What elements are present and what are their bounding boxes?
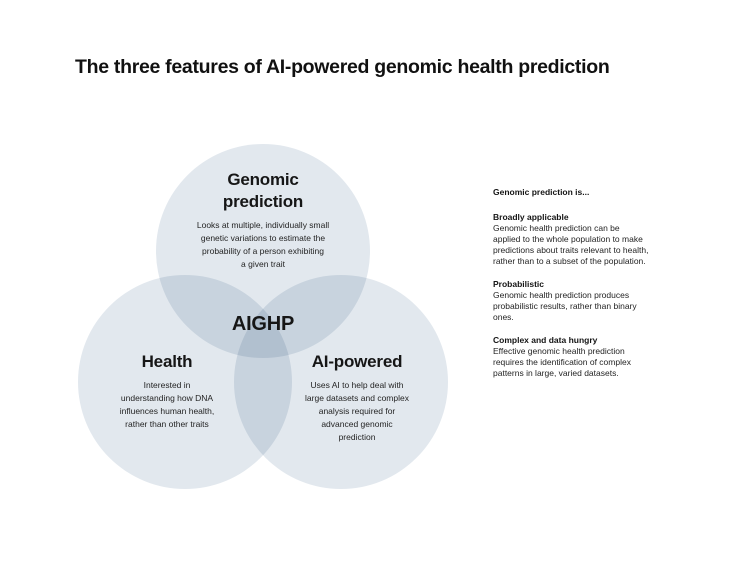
side-panel-section-heading: Broadly applicable	[493, 212, 569, 222]
venn-heading-ai-powered: AI-powered	[311, 352, 403, 371]
venn-body-ai-powered: Uses AI to help deal with large datasets…	[305, 380, 409, 442]
side-panel-section-probabilistic: Probabilistic Genomic health prediction …	[493, 279, 675, 323]
side-panel-section-heading: Complex and data hungry	[493, 335, 598, 345]
side-panel-section-broadly-applicable: Broadly applicable Genomic health predic…	[493, 212, 675, 267]
venn-label-genomic-prediction: Genomic prediction Looks at multiple, in…	[163, 169, 363, 271]
side-panel-section-body: Effective genomic health prediction requ…	[493, 346, 631, 378]
venn-body-genomic-prediction: Looks at multiple, individually small ge…	[196, 220, 330, 269]
side-panel-section-body: Genomic health prediction can be applied…	[493, 223, 649, 266]
venn-label-health: Health Interested in understanding how D…	[77, 351, 257, 431]
side-panel: Genomic prediction is... Broadly applica…	[493, 187, 675, 391]
side-panel-section-heading: Probabilistic	[493, 279, 545, 289]
side-panel-section-body: Genomic health prediction produces proba…	[493, 290, 637, 322]
page-title: The three features of AI-powered genomic…	[75, 56, 610, 78]
venn-circle-ai-powered	[234, 275, 448, 489]
venn-heading-genomic-prediction: Genomic prediction	[222, 170, 304, 211]
side-panel-intro: Genomic prediction is...	[493, 187, 590, 197]
venn-label-ai-powered: AI-powered Uses AI to help deal with lar…	[267, 351, 447, 444]
side-panel-section-complex-data-hungry: Complex and data hungry Effective genomi…	[493, 335, 675, 379]
venn-heading-health: Health	[141, 352, 193, 371]
venn-center-label: AIGHP	[231, 313, 295, 335]
venn-body-health: Interested in understanding how DNA infl…	[119, 380, 215, 429]
